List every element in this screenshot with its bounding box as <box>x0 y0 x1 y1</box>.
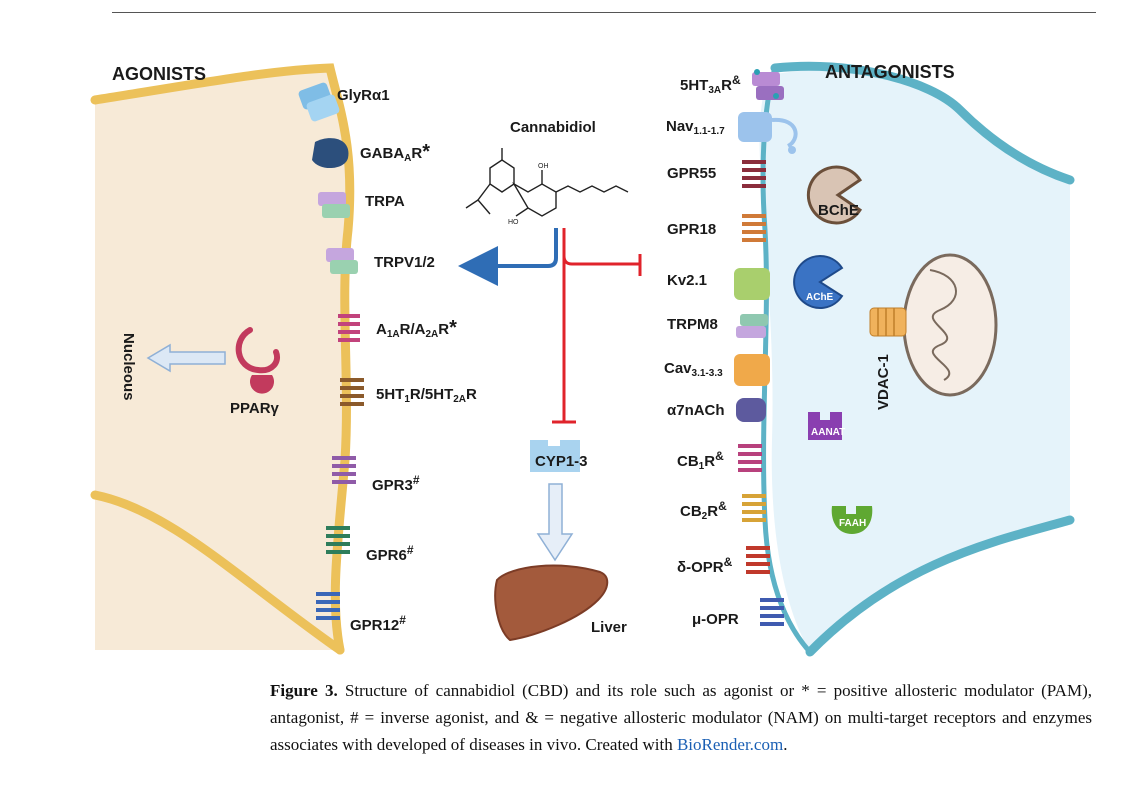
agonist-membrane <box>90 63 355 655</box>
cbd-figure: AGONISTS ANTAGONISTS Nucleous PPARγ Cann… <box>90 61 1075 657</box>
a7nach-icon <box>736 398 766 422</box>
caption-end: . <box>783 735 788 754</box>
ppar-label: PPARγ <box>230 400 280 417</box>
vdac-label: VDAC-1 <box>875 354 892 410</box>
receptor-serotonin1: 5HT1R/5HT2AR <box>376 386 477 405</box>
receptor-trpm8: TRPM8 <box>667 316 718 333</box>
ache-label: AChE <box>806 292 834 303</box>
receptor-a7nach: α7nACh <box>667 402 725 419</box>
ht3a-icon <box>752 69 784 100</box>
receptor-nav: Nav1.1-1.7 <box>666 118 725 137</box>
receptor-cb2: CB2R& <box>680 499 727 522</box>
antagonist-membrane-bottom <box>805 515 1075 657</box>
receptor-glyr: GlyRα1 <box>337 87 390 104</box>
mopr-icon <box>760 598 784 626</box>
bche-enzyme <box>806 165 863 225</box>
nav-icon <box>738 112 798 154</box>
cbd-structure <box>465 148 629 217</box>
left-receptor-icons <box>298 82 364 620</box>
cb1-icon <box>738 444 762 472</box>
trpa-icon <box>318 192 350 218</box>
agonists-heading: AGONISTS <box>112 64 206 84</box>
cyp-enzyme <box>530 440 580 472</box>
receptor-5ht3a: 5HT3AR& <box>680 73 741 96</box>
gpr55-icon <box>742 160 766 188</box>
receptor-gpr18: GPR18 <box>667 221 716 238</box>
antagonist-inhibit-line <box>562 228 640 266</box>
adenosine-receptor-icon <box>338 314 360 342</box>
glyr-icon <box>298 82 340 122</box>
aanat-enzyme <box>808 412 842 440</box>
caption-text: Structure of cannabidiol (CBD) and its r… <box>270 681 1092 754</box>
liver-label: Liver <box>591 619 627 636</box>
receptor-trpv: TRPV1/2 <box>374 254 435 271</box>
gpr12-icon <box>316 592 340 620</box>
ppar-receptor <box>235 327 280 394</box>
biorender-link[interactable]: BioRender.com <box>676 735 784 754</box>
cyp-label: CYP1-3 <box>535 453 588 470</box>
gpr3-icon <box>332 456 356 484</box>
figure-caption: Figure 3. Structure of cannabidiol (CBD)… <box>270 677 1092 758</box>
faah-label: FAAH <box>839 518 866 529</box>
faah-enzyme <box>831 506 873 534</box>
receptor-mopr: μ-OPR <box>692 611 739 628</box>
kv21-icon <box>734 268 770 300</box>
svg-text:OH: OH <box>538 163 549 170</box>
receptor-gaba: GABAAR* <box>360 141 430 164</box>
cb2-icon <box>742 494 766 522</box>
serotonin1-receptor-icon <box>340 378 364 406</box>
aanat-label: AANAT <box>811 427 845 438</box>
trpv-icon <box>326 248 358 274</box>
receptor-cb1: CB1R& <box>677 449 724 472</box>
receptor-gpr12: GPR12# <box>350 613 406 634</box>
svg-text:HO: HO <box>508 219 519 226</box>
gpr18-icon <box>742 214 766 242</box>
receptor-gpr55: GPR55 <box>667 165 716 182</box>
receptor-cav: Cav3.1-3.3 <box>664 360 723 379</box>
dopr-icon <box>746 546 770 574</box>
right-receptor-icons <box>734 69 798 626</box>
mitochondrion <box>902 253 998 397</box>
nucleus-label: Nucleous <box>120 333 137 401</box>
agonist-arrow <box>458 228 558 286</box>
vdac-channel <box>869 307 907 337</box>
receptor-kv21: Kv2.1 <box>667 272 707 289</box>
cav-icon <box>734 354 770 386</box>
top-rule <box>112 12 1096 13</box>
antagonist-membrane <box>770 61 1075 185</box>
receptor-dopr: δ-OPR& <box>677 555 733 576</box>
receptor-gpr6: GPR6# <box>366 543 414 564</box>
liver-arrow <box>536 483 574 562</box>
compound-name: Cannabidiol <box>510 119 596 136</box>
gaba-icon <box>312 138 349 169</box>
receptor-adenosine: A1AR/A2AR* <box>376 317 457 340</box>
receptor-trpa: TRPA <box>365 193 405 210</box>
receptor-gpr3: GPR3# <box>372 473 420 494</box>
gpr6-icon <box>326 526 350 554</box>
agonist-membrane-bottom <box>90 490 345 655</box>
caption-label: Figure 3. <box>270 681 338 700</box>
bche-label: BChE <box>818 202 859 219</box>
antagonists-heading: ANTAGONISTS <box>825 62 955 82</box>
liver-organ <box>494 564 609 642</box>
nucleus-arrow <box>146 343 226 373</box>
ache-enzyme <box>793 255 844 309</box>
trpm8-icon <box>736 314 768 338</box>
